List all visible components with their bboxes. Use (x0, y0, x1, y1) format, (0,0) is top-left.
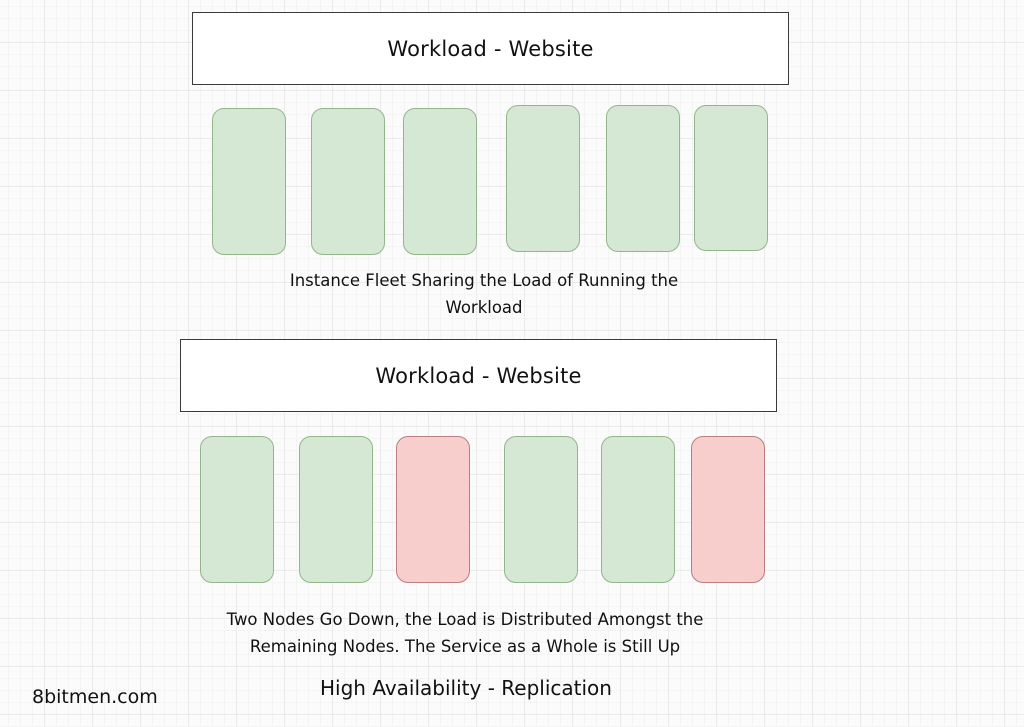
node-3-down (396, 436, 470, 583)
workload-label: Workload - Website (375, 363, 582, 388)
caption-line: Two Nodes Go Down, the Load is Distribut… (226, 610, 704, 629)
caption-line: Remaining Nodes. The Service as a Whole … (249, 637, 681, 656)
workload-label: Workload - Website (387, 36, 594, 61)
node-2-up (311, 108, 385, 255)
node-6-up (694, 105, 768, 251)
node-3-up (403, 108, 477, 255)
node-6-down (691, 436, 765, 583)
caption-healthy-fleet: Instance Fleet Sharing the Load of Runni… (234, 267, 734, 321)
node-1-up (212, 108, 286, 255)
brand-watermark: 8bitmen.com (32, 686, 158, 708)
workload-box-top: Workload - Website (192, 12, 789, 85)
node-4-up (504, 436, 578, 583)
node-4-up (506, 105, 580, 252)
caption-nodes-down: Two Nodes Go Down, the Load is Distribut… (180, 606, 750, 660)
node-1-up (200, 436, 274, 583)
caption-line: Workload (445, 298, 523, 317)
node-5-up (606, 105, 680, 252)
node-5-up (601, 436, 675, 583)
diagram-title: High Availability - Replication (320, 676, 612, 700)
workload-box-bottom: Workload - Website (180, 339, 777, 412)
caption-line: Instance Fleet Sharing the Load of Runni… (289, 271, 679, 290)
node-2-up (299, 436, 373, 583)
